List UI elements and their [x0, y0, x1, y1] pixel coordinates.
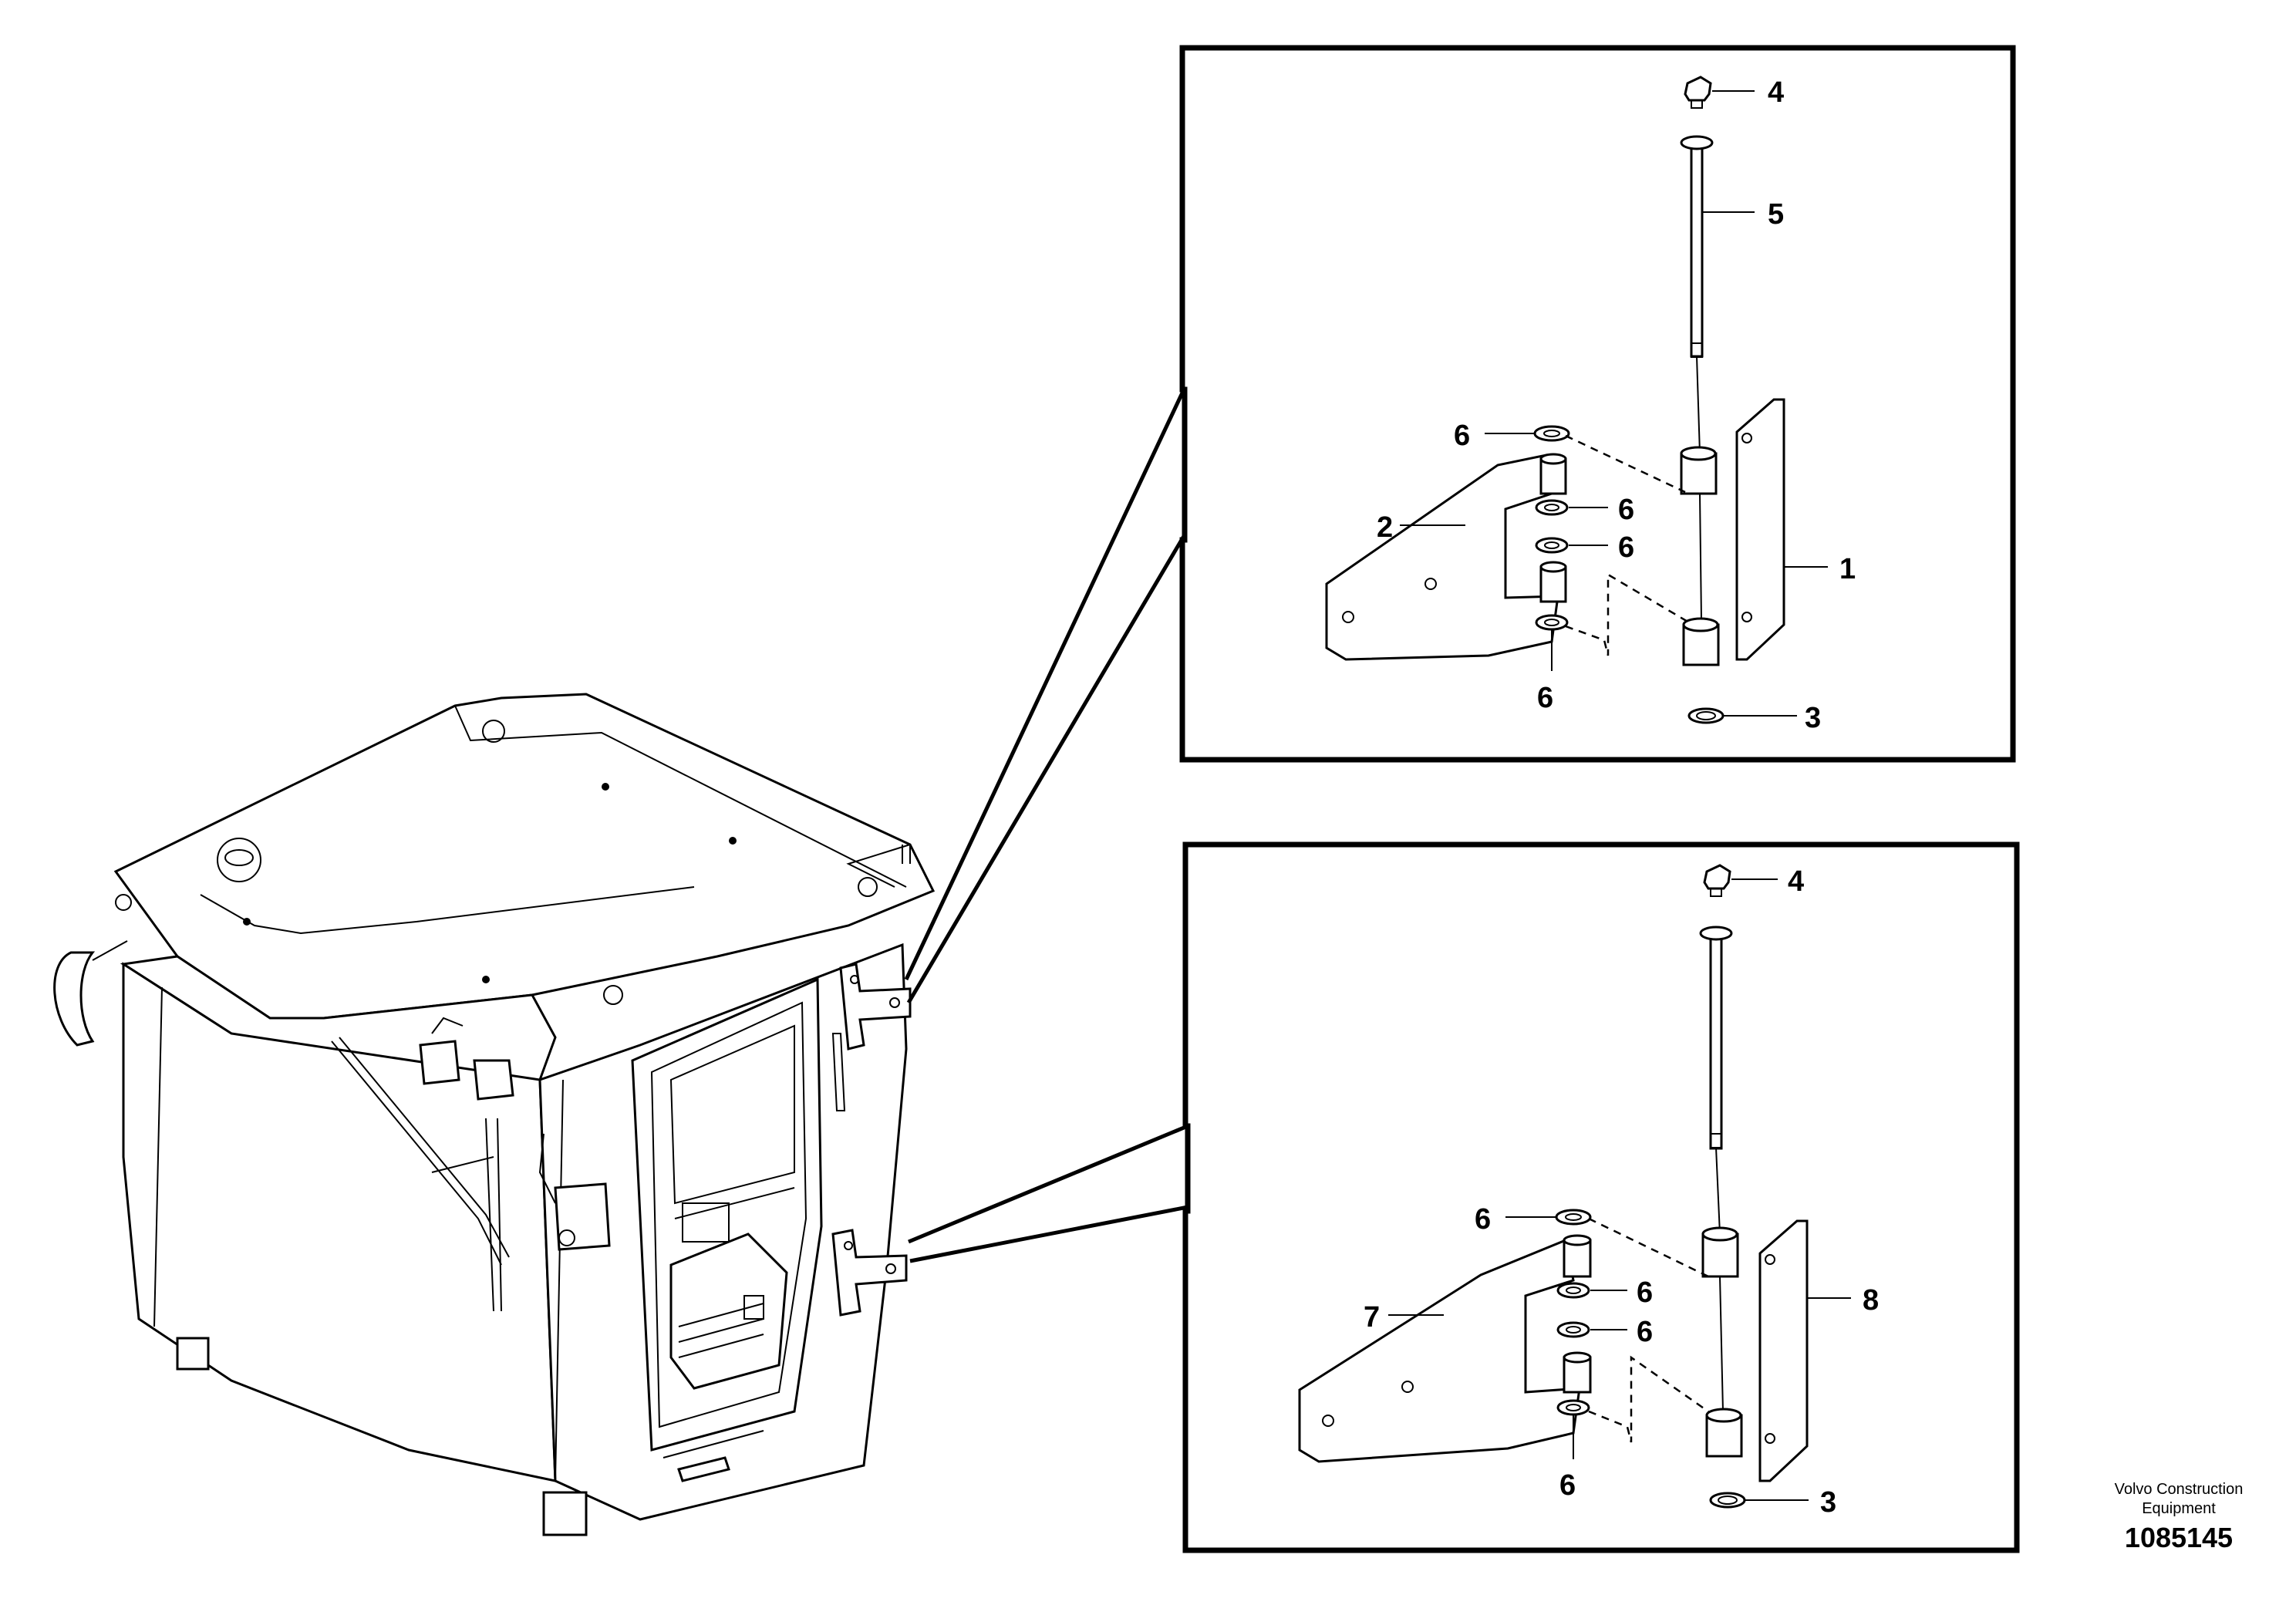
upper-grease-nipple: [1684, 76, 1712, 102]
lower-callout-7: 7: [1364, 1301, 1380, 1334]
lower-detail-frame: [1182, 841, 2020, 1553]
upper-callout-3: 3: [1805, 702, 1821, 734]
lower-washer-top: [1555, 1209, 1592, 1226]
lower-lock-ring: [1709, 1492, 1746, 1509]
upper-washer-mid-1: [1535, 499, 1569, 516]
lower-hinge-plate: [1758, 1219, 1809, 1482]
upper-callout-2: 2: [1377, 511, 1393, 544]
upper-lock-ring: [1687, 707, 1725, 724]
upper-detail-frame: [1179, 45, 2016, 763]
lower-callout-6b: 6: [1637, 1276, 1653, 1309]
lower-pin: [1709, 929, 1723, 1150]
upper-pin: [1690, 139, 1704, 358]
lower-washer-mid-1: [1556, 1282, 1590, 1299]
upper-callout-6a: 6: [1454, 420, 1470, 452]
upper-callout-4: 4: [1768, 76, 1784, 109]
upper-washer-bottom: [1535, 614, 1569, 631]
credit-line-1: Volvo Construction: [2115, 1481, 2244, 1498]
upper-callout-6c: 6: [1618, 531, 1634, 564]
lower-callout-3: 3: [1820, 1486, 1836, 1519]
upper-callouts: 4 5 1 3 2 6 6 6 6: [1377, 76, 1856, 734]
upper-hinge-arm: [1325, 454, 1559, 661]
detail-leaders: [904, 388, 1188, 1263]
lower-callout-4: 4: [1788, 865, 1804, 898]
lower-callout-6d: 6: [1559, 1469, 1576, 1502]
lower-callouts: 4 8 3 7 6 6 6 6: [1364, 865, 1879, 1519]
upper-washer-top: [1533, 425, 1570, 442]
cab-illustration: [53, 693, 936, 1536]
lower-callout-8: 8: [1863, 1284, 1879, 1317]
lower-washer-bottom: [1556, 1399, 1590, 1416]
credit-line-2: Equipment: [2142, 1500, 2216, 1517]
upper-hinge-plate: [1735, 398, 1785, 661]
lower-callout-6a: 6: [1475, 1203, 1491, 1236]
upper-callout-6b: 6: [1618, 494, 1634, 526]
lower-hinge-arm: [1298, 1238, 1581, 1463]
upper-callout-1: 1: [1839, 553, 1856, 585]
upper-callout-5: 5: [1768, 198, 1784, 231]
lower-callout-6c: 6: [1637, 1316, 1653, 1348]
lower-grease-nipple: [1703, 864, 1731, 890]
upper-washer-mid-2: [1535, 537, 1569, 554]
document-number: 1085145: [2125, 1522, 2233, 1553]
lower-washer-mid-2: [1556, 1321, 1590, 1338]
upper-callout-6d: 6: [1537, 682, 1553, 714]
credit-block: Volvo Construction Equipment 1085145: [2115, 1481, 2244, 1553]
